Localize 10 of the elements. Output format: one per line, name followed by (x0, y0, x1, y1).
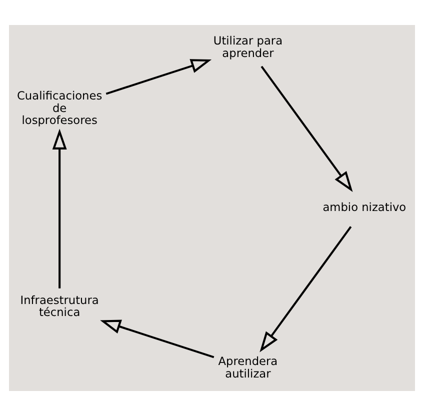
arrow (100, 319, 214, 358)
arrow (52, 128, 66, 288)
node-text: ambio nizativo (322, 199, 406, 214)
node-text: Utilizar para aprender (212, 32, 282, 60)
arrow (260, 65, 352, 192)
node-text: Infraestrutura técnica (20, 292, 98, 319)
node-text: Cualificaciones de losprofesores (16, 88, 102, 127)
node-text: Aprendera autilizar (218, 353, 278, 380)
arrow (105, 58, 212, 94)
arrow (259, 226, 352, 352)
